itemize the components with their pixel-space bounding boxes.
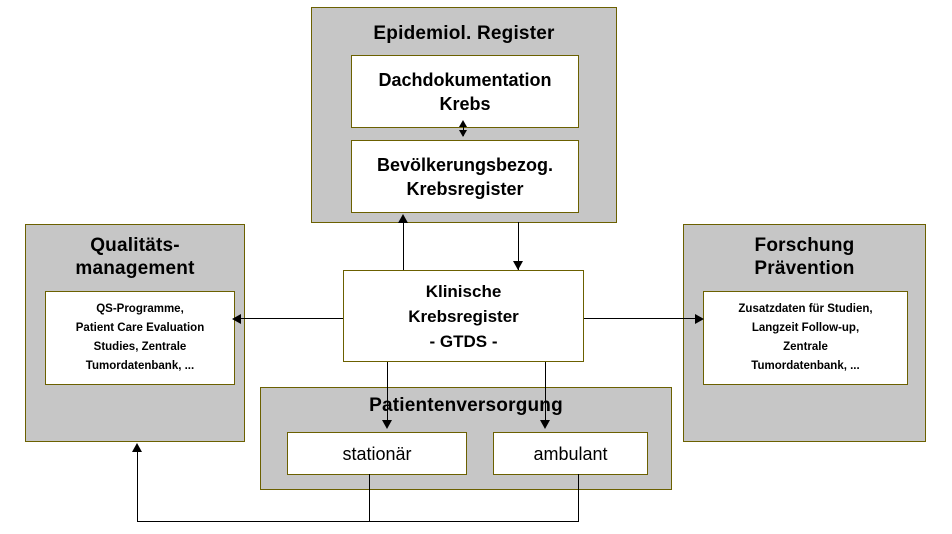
connector-feedback-to-qualitaetsmanagement-arrow-icon <box>132 443 142 452</box>
connector-stationaer-feedback-drop <box>369 474 370 522</box>
connector-klinische-to-stationaer-arrow-icon <box>382 420 392 429</box>
box-zusatzdaten-studien: Zusatzdaten für Studien, Langzeit Follow… <box>703 291 908 385</box>
connector-epidemiol-to-klinische-line <box>518 222 519 270</box>
box-bevoelkerungsbezogenes-krebsregister: Bevölkerungsbezog. Krebsregister <box>351 140 579 213</box>
connector-epidemiol-to-klinische-arrow-icon <box>513 261 523 270</box>
connector-dachdokumentation-bevoelkerungsbezog-arrow-up-icon <box>459 120 467 127</box>
connector-klinische-to-bevoelkerungsbezog-line <box>403 222 404 270</box>
connector-feedback-bottom-line <box>137 521 579 522</box>
box-qs-programme-label: QS-Programme, Patient Care Evaluation St… <box>75 303 205 372</box>
connector-klinische-to-ambulant-line <box>545 362 546 424</box>
connector-klinische-to-stationaer-line <box>387 362 388 424</box>
box-dachdokumentation-krebs: Dachdokumentation Krebs <box>351 55 579 128</box>
panel-research-prevention-title: Forschung Prävention <box>754 235 855 279</box>
connector-klinische-to-forschung-line <box>584 318 696 319</box>
box-stationaer-label: stationär <box>342 443 412 464</box>
connector-klinische-to-forschung-arrow-icon <box>695 314 704 324</box>
box-stationaer: stationär <box>287 432 467 475</box>
panel-quality-management: Qualitäts- management QS-Programme, Pati… <box>25 224 245 442</box>
connector-klinische-to-qualitaetsmanagement-line <box>240 318 343 319</box>
box-ambulant-label: ambulant <box>533 443 608 464</box>
box-klinische-krebsregister-gtds-label: Klinische Krebsregister - GTDS - <box>408 281 519 351</box>
connector-ambulant-feedback-drop <box>578 474 579 522</box>
box-zusatzdaten-studien-label: Zusatzdaten für Studien, Langzeit Follow… <box>738 303 873 372</box>
box-dachdokumentation-krebs-label: Dachdokumentation Krebs <box>378 69 552 114</box>
box-bevoelkerungsbezogenes-krebsregister-label: Bevölkerungsbezog. Krebsregister <box>376 154 554 199</box>
panel-patient-care-title: Patientenversorgung <box>369 395 563 416</box>
connector-klinische-to-ambulant-arrow-icon <box>540 420 550 429</box>
box-klinische-krebsregister-gtds: Klinische Krebsregister - GTDS - <box>343 270 584 362</box>
panel-epidemiological-register: Epidemiol. Register Dachdokumentation Kr… <box>311 7 617 223</box>
connector-feedback-riser <box>137 452 138 522</box>
panel-quality-management-title: Qualitäts- management <box>75 235 195 279</box>
box-ambulant: ambulant <box>493 432 648 475</box>
connector-klinische-to-qualitaetsmanagement-arrow-icon <box>232 314 241 324</box>
connector-dachdokumentation-bevoelkerungsbezog-arrow-down-icon <box>459 130 467 137</box>
panel-patient-care: Patientenversorgung stationär ambulant <box>260 387 672 490</box>
connector-klinische-to-bevoelkerungsbezog-arrow-icon <box>398 214 408 223</box>
panel-research-prevention: Forschung Prävention Zusatzdaten für Stu… <box>683 224 926 442</box>
panel-epidemiological-register-title: Epidemiol. Register <box>373 23 555 44</box>
box-qs-programme: QS-Programme, Patient Care Evaluation St… <box>45 291 235 385</box>
